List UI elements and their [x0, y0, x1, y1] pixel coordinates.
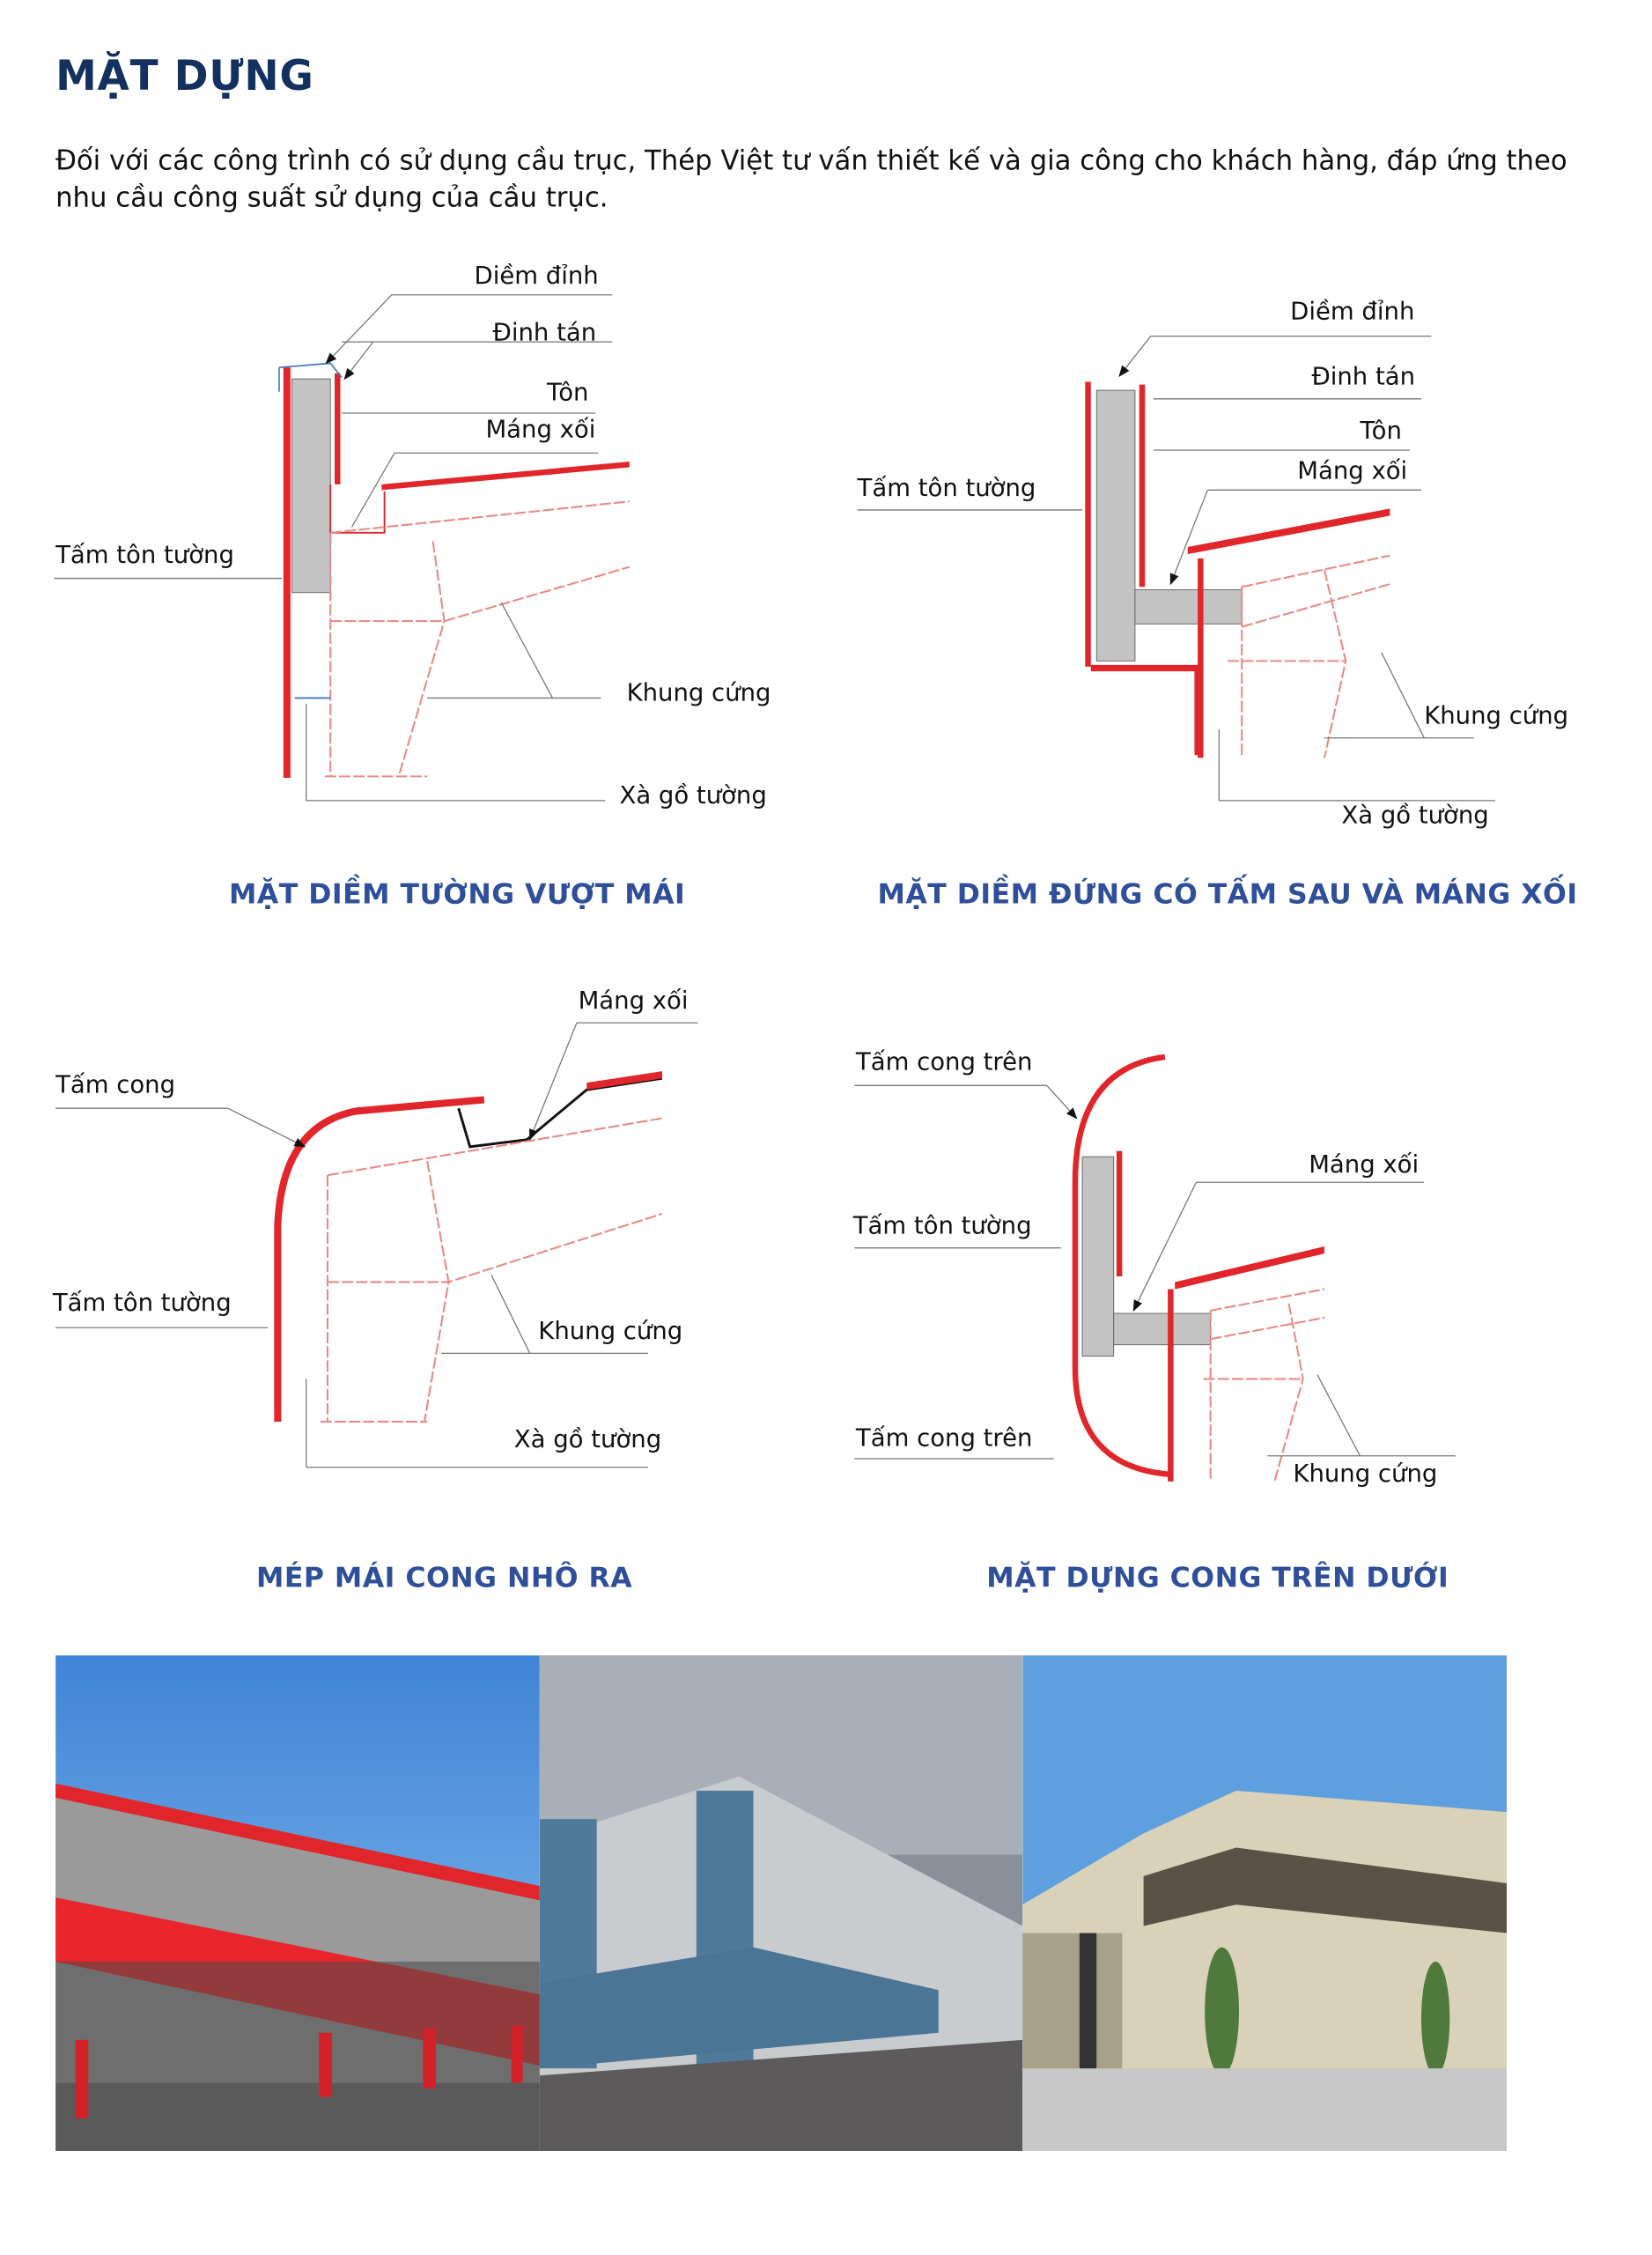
label-mang-xoi: Máng xối — [485, 416, 596, 445]
label-xa-go-tuong: Xà gồ tường — [619, 781, 767, 811]
diagram-3-drawing — [55, 1022, 698, 1468]
label-tam-cong-duoi: Tấm cong trên — [855, 1424, 1033, 1453]
label-khung-cung: Khung cứng — [626, 679, 771, 708]
label-khung-cung: Khung cứng — [1424, 702, 1569, 731]
diagram-3-caption: MÉP MÁI CONG NHÔ RA — [255, 1561, 633, 1594]
label-khung-cung: Khung cứng — [538, 1317, 683, 1347]
diagram-2-drawing — [857, 336, 1496, 802]
diagram-1-drawing — [54, 294, 631, 802]
diagram-4-caption: MẶT DỰNG CONG TRÊN DƯỚI — [986, 1561, 1449, 1594]
photo-red-roof-building — [55, 1655, 540, 2151]
label-diem-dinh: Diềm đỉnh — [1290, 297, 1415, 327]
label-mang-xoi: Máng xối — [578, 987, 689, 1017]
label-tam-ton-tuong: Tấm tôn tường — [857, 474, 1036, 503]
label-tam-ton-tuong: Tấm tôn tường — [55, 541, 234, 570]
label-ton: Tôn — [547, 379, 589, 408]
label-tam-ton-tuong: Tấm tôn tường — [52, 1289, 232, 1318]
diagram-4-drawing — [854, 1054, 1456, 1482]
label-diem-dinh: Diềm đỉnh — [474, 262, 599, 291]
label-mang-xoi: Máng xối — [1309, 1150, 1420, 1180]
label-tam-cong-tren: Tấm cong trên — [855, 1048, 1033, 1077]
diagram-2-caption: MẶT DIỀM ĐỨNG CÓ TẤM SAU VÀ MÁNG XỐI — [877, 877, 1578, 911]
label-tam-cong: Tấm cong — [55, 1071, 176, 1100]
photo-blue-grey-building — [539, 1655, 1023, 2151]
diagram-1-caption: MẶT DIỀM TƯỜNG VƯỢT MÁI — [229, 877, 686, 911]
label-xa-go-tuong: Xà gồ tường — [1341, 802, 1489, 831]
label-mang-xoi: Máng xối — [1297, 457, 1408, 486]
label-khung-cung: Khung cứng — [1293, 1460, 1438, 1489]
label-xa-go-tuong: Xà gồ tường — [513, 1425, 662, 1455]
label-ton: Tôn — [1360, 417, 1402, 447]
label-tam-ton-tuong: Tấm tôn tường — [852, 1212, 1032, 1241]
page-title: MẶT DỰNG — [55, 51, 314, 100]
label-dinh-tan: Đinh tán — [1311, 363, 1416, 392]
intro-paragraph: Đối với các công trình có sử dụng cầu tr… — [55, 144, 1567, 214]
label-dinh-tan: Đinh tán — [492, 319, 597, 348]
photo-beige-building — [1022, 1655, 1507, 2151]
